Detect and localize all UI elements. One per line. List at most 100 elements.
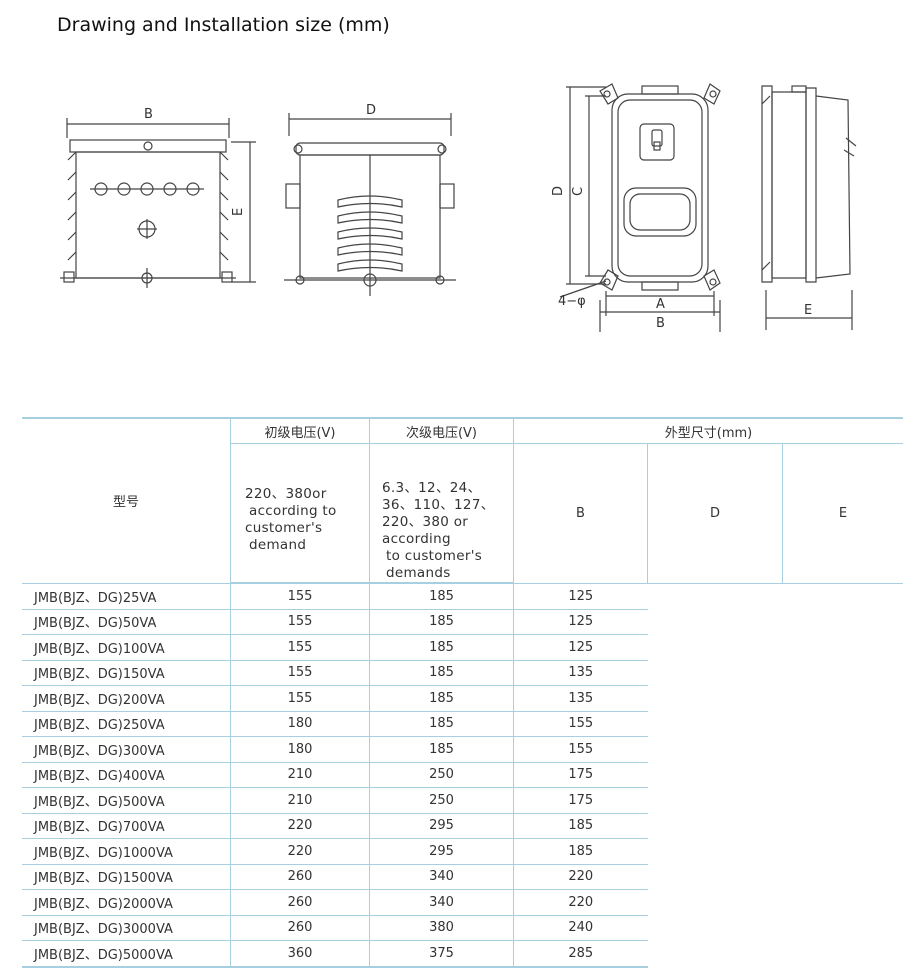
cell-model: JMB(BJZ、DG)1000VA (22, 838, 231, 865)
cell-d: 380 (369, 915, 514, 941)
cell-model: JMB(BJZ、DG)400VA (22, 762, 231, 788)
cell-d: 185 (369, 609, 514, 635)
right-side-view (761, 85, 857, 330)
cell-model: JMB(BJZ、DG)150VA (22, 660, 231, 686)
label-right-side-depth: E (804, 303, 812, 318)
cell-d: 250 (369, 787, 514, 814)
cell-d: 185 (369, 711, 514, 737)
page-title: Drawing and Installation size (mm) (57, 14, 390, 36)
cell-d: 185 (369, 685, 514, 712)
cell-d: 250 (369, 762, 514, 788)
cell-b: 210 (230, 787, 370, 814)
cell-e: 155 (513, 736, 648, 763)
header-dims: 外型尺寸(mm) (513, 417, 903, 444)
cell-model: JMB(BJZ、DG)25VA (22, 583, 231, 610)
header-model-label: 型号 (112, 495, 139, 511)
cell-e: 220 (513, 864, 648, 890)
cell-b: 155 (230, 685, 370, 712)
cell-b: 360 (230, 940, 370, 968)
cell-e: 155 (513, 711, 648, 737)
label-right-outer-height: D (551, 186, 566, 196)
cell-e: 220 (513, 889, 648, 916)
primary-line-1: 220、380or (245, 486, 327, 502)
primary-line-2: according to (249, 503, 337, 519)
cell-e: 135 (513, 660, 648, 686)
cell-e: 125 (513, 634, 648, 661)
installation-drawing: B E D D C A B 4−φ E (60, 83, 857, 332)
cell-model: JMB(BJZ、DG)5000VA (22, 940, 231, 968)
cell-model: JMB(BJZ、DG)100VA (22, 634, 231, 661)
cell-b: 180 (230, 736, 370, 763)
label-right-inner-width: A (656, 297, 665, 312)
cell-d: 185 (369, 660, 514, 686)
cell-e: 125 (513, 609, 648, 635)
cell-b: 260 (230, 889, 370, 916)
cell-b: 260 (230, 915, 370, 941)
right-front-view (559, 83, 721, 332)
cell-d: 295 (369, 813, 514, 839)
cell-d: 185 (369, 736, 514, 763)
cell-e: 135 (513, 685, 648, 712)
cell-b: 155 (230, 583, 370, 610)
secondary-line-5: to customer's (386, 548, 483, 564)
cell-e: 285 (513, 940, 648, 968)
label-side-width: D (366, 103, 376, 118)
secondary-line-4: according (382, 531, 451, 547)
label-holes: 4−φ (558, 294, 586, 309)
cell-model: JMB(BJZ、DG)3000VA (22, 915, 231, 941)
label-right-outer-width: B (656, 316, 665, 331)
primary-line-3: customer's (245, 520, 323, 536)
cell-e: 175 (513, 787, 648, 814)
primary-line-4: demand (249, 537, 307, 553)
cell-d: 185 (369, 583, 514, 610)
cell-model: JMB(BJZ、DG)200VA (22, 685, 231, 712)
label-front-width: B (144, 107, 153, 122)
cell-e: 185 (513, 838, 648, 865)
cell-b: 155 (230, 609, 370, 635)
header-b: B (513, 443, 648, 584)
cell-b: 155 (230, 660, 370, 686)
cell-b: 180 (230, 711, 370, 737)
cell-model: JMB(BJZ、DG)300VA (22, 736, 231, 763)
cell-d: 340 (369, 864, 514, 890)
header-primary: 初级电压(V) (230, 417, 370, 444)
header-d: D (647, 443, 783, 584)
cell-b: 260 (230, 864, 370, 890)
cell-d: 185 (369, 634, 514, 661)
cell-secondary-voltage: 6.3、12、24、 36、110、127、 220、380 or accord… (369, 443, 514, 584)
cell-d: 340 (369, 889, 514, 916)
cell-b: 220 (230, 838, 370, 865)
label-right-inner-height: C (571, 187, 586, 196)
cell-d: 295 (369, 838, 514, 865)
cell-model: JMB(BJZ、DG)1500VA (22, 864, 231, 890)
cell-b: 210 (230, 762, 370, 788)
label-front-height: E (231, 208, 246, 216)
cell-e: 240 (513, 915, 648, 941)
side-view (284, 113, 456, 296)
cell-model: JMB(BJZ、DG)2000VA (22, 889, 231, 916)
cell-e: 125 (513, 583, 648, 610)
secondary-line-1: 6.3、12、24、 (382, 480, 482, 496)
cell-primary-voltage: 220、380or according to customer's demand (230, 443, 370, 584)
cell-model: JMB(BJZ、DG)500VA (22, 787, 231, 814)
secondary-line-2: 36、110、127、 (382, 497, 495, 513)
header-e: E (782, 443, 903, 584)
cell-e: 185 (513, 813, 648, 839)
cell-b: 155 (230, 634, 370, 661)
header-model: 型号 (22, 417, 231, 584)
cell-d: 375 (369, 940, 514, 968)
